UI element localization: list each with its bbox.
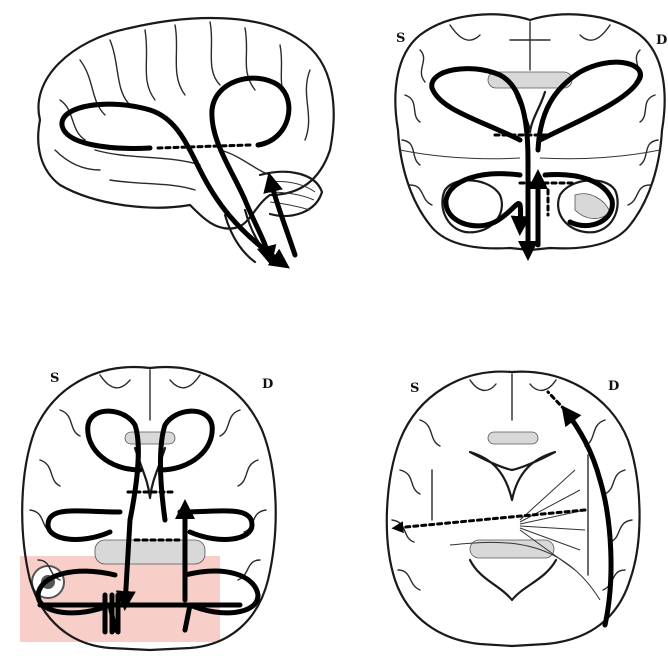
axial-right-corpus-callosum — [488, 432, 538, 444]
panel-lateral-brain — [38, 18, 333, 265]
axial-left-thalamus — [95, 540, 205, 564]
lateral-brain-outline — [38, 18, 333, 229]
axial-right-left-label: S — [410, 381, 419, 396]
coronal-pathways — [432, 62, 641, 255]
axial-right-right-label: D — [608, 379, 619, 394]
axial-right-ventricle — [470, 452, 555, 500]
axial-left-left-label: S — [50, 371, 59, 386]
lateral-pathways — [62, 78, 295, 265]
axial-left-right-label: D — [262, 377, 273, 392]
axial-right-midbrain — [470, 560, 556, 600]
axial-left-corpus-callosum — [125, 432, 175, 444]
coronal-right-label: D — [656, 33, 667, 48]
panel-axial-left: S D — [20, 367, 276, 650]
panel-axial-right: S D — [387, 372, 640, 646]
coronal-left-label: S — [396, 31, 405, 46]
axial-right-outline — [387, 372, 640, 646]
panel-coronal: S D — [395, 14, 667, 255]
